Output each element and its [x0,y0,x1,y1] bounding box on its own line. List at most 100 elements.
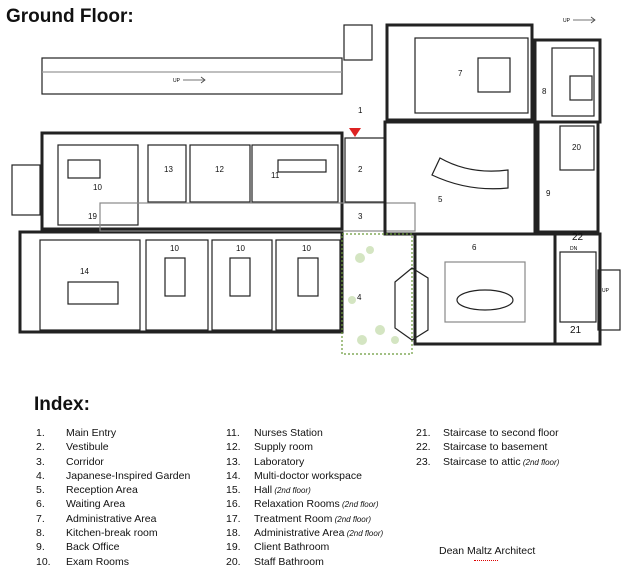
index-label-text: Back Office [66,541,120,554]
room-19: 19 [88,212,97,221]
index-label-text: Japanese-Inspired Garden [66,469,191,482]
index-number: 15. [226,484,241,497]
index-label: Laboratory [254,455,304,469]
up-right-label: UP [602,288,610,294]
room-22: 22 [572,232,584,243]
index-number: 18. [226,527,241,540]
room-13: 13 [164,165,173,174]
index-label-text: Corridor [66,455,104,468]
index-label-text: Treatment Room [254,512,333,525]
index-label-text: Staircase to attic [443,455,521,468]
architect-credit: Dean Maltz Architect [439,545,536,557]
index-label: Staircase to attic (2nd floor) [443,455,559,470]
room-10-c: 10 [236,244,245,253]
room-12: 12 [215,165,224,174]
index-label-text: Supply room [254,441,313,454]
index-label: Exam Rooms [66,555,129,569]
index-number: 16. [226,498,241,511]
index-label: Hall (2nd floor) [254,483,311,498]
index-label: Client Bathroom [254,540,329,554]
room-10-b: 10 [170,244,179,253]
stair-up-label: UP [173,78,181,84]
room-5: 5 [438,195,443,204]
index-floor-note: (2nd floor) [332,514,372,524]
room-2: 2 [358,165,363,174]
index-number: 3. [36,455,45,468]
index-number: 17. [226,512,241,525]
room-20: 20 [572,143,581,152]
index-number: 2. [36,441,45,454]
index-label-text: Kitchen-break room [66,527,158,540]
index-label-text: Client Bathroom [254,541,330,554]
index-number: 10. [36,555,51,568]
room-1: 1 [358,106,363,115]
index-number: 11. [226,427,240,439]
index-label-text: Waiting Area [66,498,126,511]
stair-up-label-2: UP [563,18,571,24]
room-4: 4 [357,293,362,302]
index-label-text: Exam Rooms [66,555,130,568]
index-label: Administrative Area [66,512,156,526]
index-label: Main Entry [66,426,116,440]
index-label-text: Administrative Area [254,527,345,540]
index-number: 6. [36,498,45,511]
index-label: Corridor [66,455,104,469]
index-label-text: Staircase to second floor [443,427,559,439]
index-label: Treatment Room (2nd floor) [254,512,371,527]
index-label: Staff Bathroom [254,555,324,569]
index-label: Administrative Area (2nd floor) [254,526,383,541]
index-label-text: Laboratory [254,455,305,468]
room-14: 14 [80,267,89,276]
index-label-text: Staff Bathroom [254,555,324,568]
index-label-text: Administrative Area [66,512,157,525]
index-label-text: Reception Area [66,484,138,497]
index-number: 14. [226,469,241,482]
index-label: Staircase to second floor [443,426,559,440]
index-label-text: Nurses Station [254,427,323,439]
room-10-a: 10 [93,183,102,192]
index-number: 7. [36,512,45,525]
index-floor-note: (2nd floor) [344,529,384,539]
room-8: 8 [542,87,547,96]
index-number: 4. [36,469,45,482]
index-label: Relaxation Rooms (2nd floor) [254,497,378,512]
index-label-text: Staircase to basement [443,441,548,454]
index-number: 13. [226,455,241,468]
index-label: Supply room [254,440,313,454]
index-floor-note: (2nd floor) [272,486,311,496]
page-title: Ground Floor: [6,6,134,27]
index-number: 21. [416,427,431,439]
index-number: 19. [226,541,241,554]
index-label: Back Office [66,540,120,554]
index-number: 23. [416,455,431,468]
floor-plan: UP UP DN UP 1 2 3 4 5 6 7 8 9 10 10 10 1… [11,16,621,355]
index-number: 9. [36,541,45,554]
index-number: 12. [226,441,241,454]
index-label-text: Multi-doctor workspace [254,469,362,482]
room-7: 7 [458,69,463,78]
room-11: 11 [271,171,280,180]
spellcheck-underline [474,558,498,561]
index-floor-note: (2nd floor) [339,500,379,510]
index-number: 22. [416,441,431,454]
index-label: Waiting Area [66,497,125,511]
index-label: Japanese-Inspired Garden [66,469,190,483]
index-label: Staircase to basement [443,440,547,454]
index-number: 20. [226,555,241,568]
room-9: 9 [546,189,551,198]
index-number: 1. [36,427,45,439]
room-3: 3 [358,212,363,221]
index-label: Vestibule [66,440,109,454]
index-label: Nurses Station [254,426,323,440]
index-label-text: Relaxation Rooms [254,498,340,511]
index-title: Index: [34,394,90,415]
room-10-d: 10 [302,244,311,253]
index-floor-note: (2nd floor) [520,457,560,467]
index-label: Kitchen-break room [66,526,158,540]
index-label-text: Vestibule [66,441,109,454]
index-number: 5. [36,484,45,497]
room-21: 21 [570,325,582,336]
index-label: Reception Area [66,483,138,497]
dn-label: DN [570,246,578,252]
room-6: 6 [472,243,477,252]
